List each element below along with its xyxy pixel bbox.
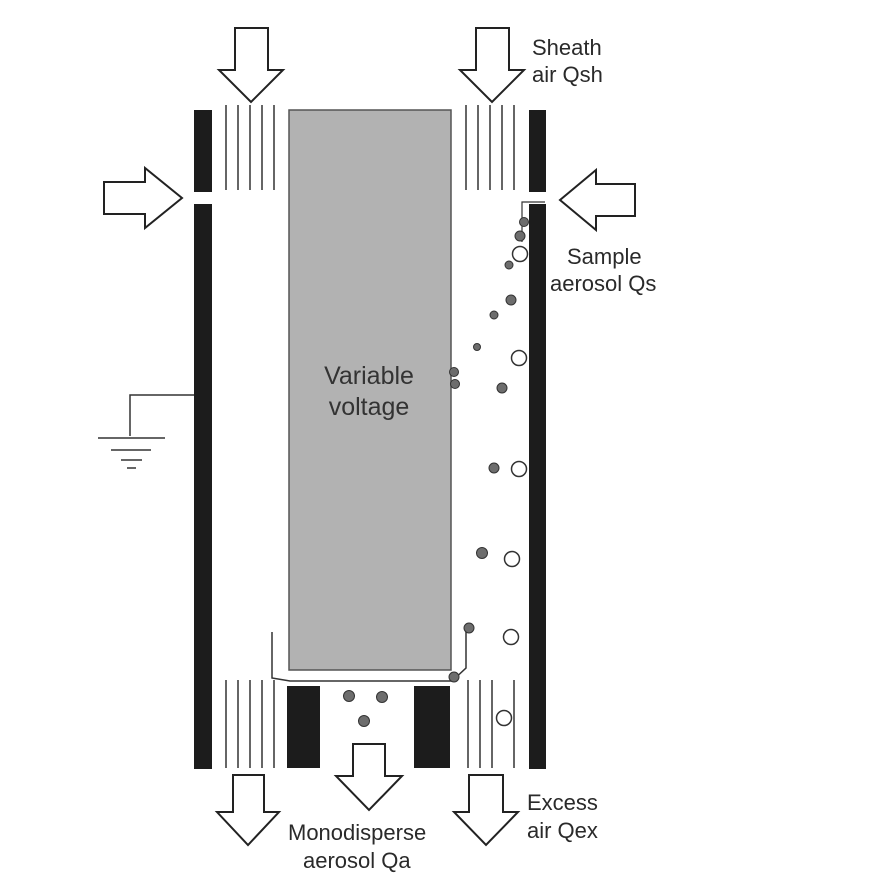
excess-air-label-line2: air Qex	[527, 818, 598, 843]
charged-particle	[519, 217, 529, 227]
excess-air-label-line1: Excess	[527, 790, 598, 815]
sample-aerosol-label-line2: aerosol Qs	[550, 271, 657, 296]
charged-particle	[343, 690, 355, 702]
charged-particle	[463, 622, 475, 634]
bottom-block-right	[414, 686, 450, 768]
charged-particle	[514, 230, 526, 242]
outflow-arrow-left	[214, 774, 282, 847]
ground-symbol	[98, 394, 194, 469]
left-wall-lower	[194, 204, 212, 769]
neutral-particle	[510, 349, 528, 367]
charged-particle	[496, 382, 508, 394]
neutral-particles	[495, 245, 529, 727]
neutral-particle	[511, 245, 529, 263]
charged-particle	[473, 343, 481, 351]
left-wall-upper	[194, 110, 212, 192]
sheath-air-arrow-right	[457, 27, 527, 104]
charged-particle	[505, 294, 517, 306]
excess-air-arrow	[451, 774, 521, 847]
neutral-particle	[503, 550, 521, 568]
neutral-particle	[510, 460, 528, 478]
monodisperse-label-line2: aerosol Qa	[303, 848, 411, 873]
sheath-air-arrow-left	[216, 27, 286, 104]
center-rod	[288, 109, 452, 671]
sample-aerosol-label-line1: Sample	[567, 244, 642, 269]
right-wall-lower	[529, 204, 546, 769]
right-wall-upper	[529, 110, 546, 192]
flow-lines-bottom-left	[225, 680, 275, 768]
sheath-air-label-line1: Sheath	[532, 35, 602, 60]
charged-particle	[476, 547, 488, 559]
charged-particle	[448, 671, 460, 683]
sheath-flow-lines-top-left	[225, 105, 275, 190]
neutral-particle	[495, 709, 513, 727]
charged-particle	[449, 367, 459, 377]
monodisperse-arrow	[333, 743, 405, 812]
sheath-flow-lines-top-right	[465, 105, 515, 190]
charged-particle	[376, 691, 388, 703]
bottom-block-left	[287, 686, 320, 768]
variable-voltage-label-line2: voltage	[328, 393, 410, 421]
side-inlet-arrow-left	[103, 165, 184, 231]
charged-particles	[343, 217, 529, 727]
charged-particle	[450, 379, 460, 389]
variable-voltage-label-line1: Variable	[324, 362, 414, 390]
sheath-air-label-line2: air Qsh	[532, 62, 603, 87]
charged-particle	[504, 260, 514, 270]
flow-lines-bottom-right	[467, 680, 515, 768]
neutral-particle	[502, 628, 520, 646]
monodisperse-label-line1: Monodisperse	[288, 820, 427, 845]
sample-inlet-path	[521, 201, 545, 242]
charged-particle	[488, 462, 500, 474]
charged-particle	[489, 310, 499, 320]
collection-path	[271, 628, 467, 682]
charged-particle	[358, 715, 370, 727]
sample-aerosol-arrow	[558, 167, 636, 233]
